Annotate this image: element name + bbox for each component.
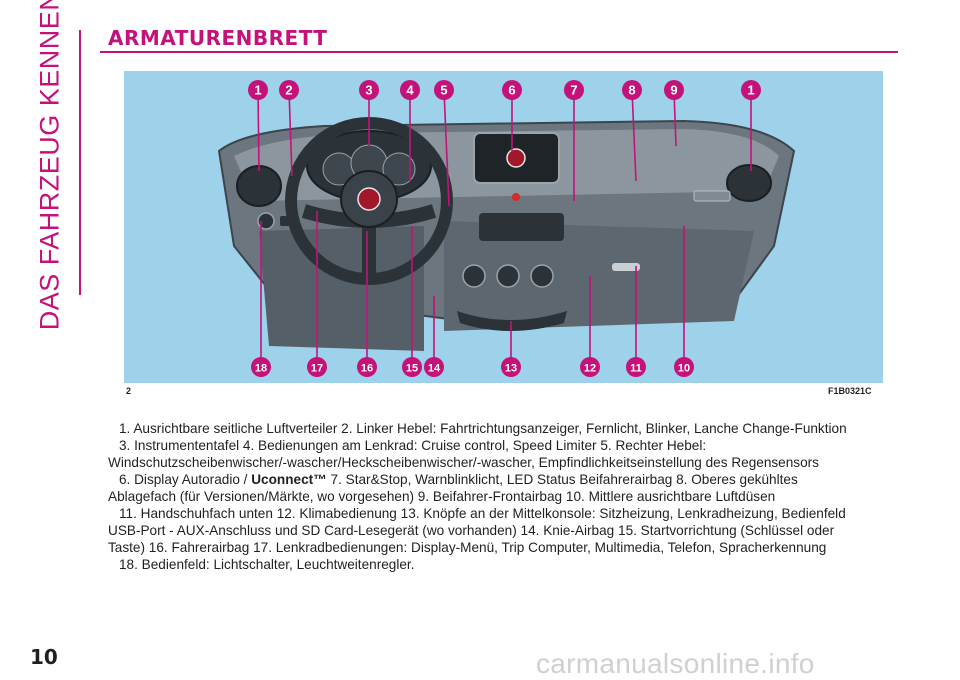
glovebox-handle [612,263,640,271]
callout-number-2: 2 [285,83,292,98]
right-vent [726,164,772,202]
side-tab: DAS FAHRZEUG KENNEN [20,0,80,330]
center-vents [479,213,564,241]
callout-marker-3 [359,80,379,100]
callout-number-18: 18 [255,363,267,375]
climate-knob-center [496,264,520,288]
callout-leader-8 [631,89,637,182]
dashboard-lower-right [444,221,754,331]
callout-marker-10 [674,357,694,377]
callout-number-6: 6 [508,83,515,98]
callout-marker-15 [402,357,422,377]
callout-number-16: 16 [361,363,373,375]
figure-code: F1B0321C [828,386,872,396]
callout-number-7: 7 [570,83,577,98]
caption-line-4b: USB-Port - AUX-Anschluss und SD Card-Les… [108,523,835,538]
callout-number-8: 8 [628,83,635,98]
callout-number-5: 5 [440,83,447,98]
climate-knob-left [462,264,486,288]
callout-number-15: 15 [406,363,418,375]
callout-marker-12 [580,357,600,377]
callout-marker-16 [357,357,377,377]
side-tab-label: DAS FAHRZEUG KENNEN [34,0,65,330]
caption-line-3a-post: 7. Star&Stop, Warnblinklicht, LED Status… [326,472,798,487]
callout-number-1: 1 [747,83,754,98]
callout-marker-5 [434,80,454,100]
page-number: 10 [30,645,58,669]
caption-uconnect: Uconnect™ [251,472,327,487]
callout-number-11: 11 [630,363,642,375]
title-rule [100,51,898,53]
callout-marker-18 [251,357,271,377]
callout-number-3: 3 [365,83,372,98]
fiat-logo-display [506,148,526,168]
callout-number-14: 14 [428,363,441,375]
section-title: ARMATURENBRETT [108,26,328,50]
caption-line-3b: Ablagefach (für Versionen/Märkte, wo vor… [108,489,776,504]
callout-number-4: 4 [406,83,414,98]
caption-line-1: 1. Ausrichtbare seitliche Luftverteiler … [119,421,847,436]
watermark: carmanualsonline.info [536,648,815,679]
hazard-button [512,193,520,201]
console-buttons [457,311,567,331]
callout-number-17: 17 [311,363,323,375]
callout-marker-4 [400,80,420,100]
fiat-logo-wheel [357,187,381,211]
caption-line-3a: 6. Display Autoradio / Uconnect™ 7. Star… [108,471,908,488]
callout-marker-6 [502,80,522,100]
figure-caption: 1. Ausrichtbare seitliche Luftverteiler … [108,420,908,573]
callout-leader-5 [443,89,450,207]
caption-line-2a: 3. Instrumententafel 4. Bedienungen am L… [119,438,707,453]
callout-number-13: 13 [505,363,517,375]
caption-line-4c: Taste) 16. Fahrerairbag 17. Lenkradbedie… [108,540,827,555]
caption-line-3a-pre: 6. Display Autoradio / [119,472,252,487]
climate-knob-right [530,264,554,288]
caption-line-2b: Windschutzscheibenwischer/-wascher/Hecks… [108,455,819,470]
callout-marker-14 [424,357,444,377]
callout-leader-2 [288,89,293,177]
callout-marker-9 [664,80,684,100]
left-vent [236,165,282,207]
callout-marker-17 [307,357,327,377]
caption-line-4a: 11. Handschuhfach unten 12. Klimabedienu… [119,506,846,521]
callout-number-10: 10 [678,363,690,375]
callout-leader-1 [257,89,260,172]
callout-number-1: 1 [254,83,261,98]
callout-number-12: 12 [584,363,596,375]
figure-number: 2 [126,386,132,396]
callout-marker-1 [248,80,268,100]
callout-marker-7 [564,80,584,100]
dashboard-lower-left [259,226,424,351]
caption-line-5: 18. Bedienfeld: Lichtschalter, Leuchtwei… [119,557,415,572]
callout-number-9: 9 [670,83,677,98]
callout-marker-1 [741,80,761,100]
side-divider [79,30,81,295]
callout-marker-13 [501,357,521,377]
callout-marker-2 [279,80,299,100]
callout-marker-8 [622,80,642,100]
light-switch [257,212,275,230]
callout-marker-11 [626,357,646,377]
